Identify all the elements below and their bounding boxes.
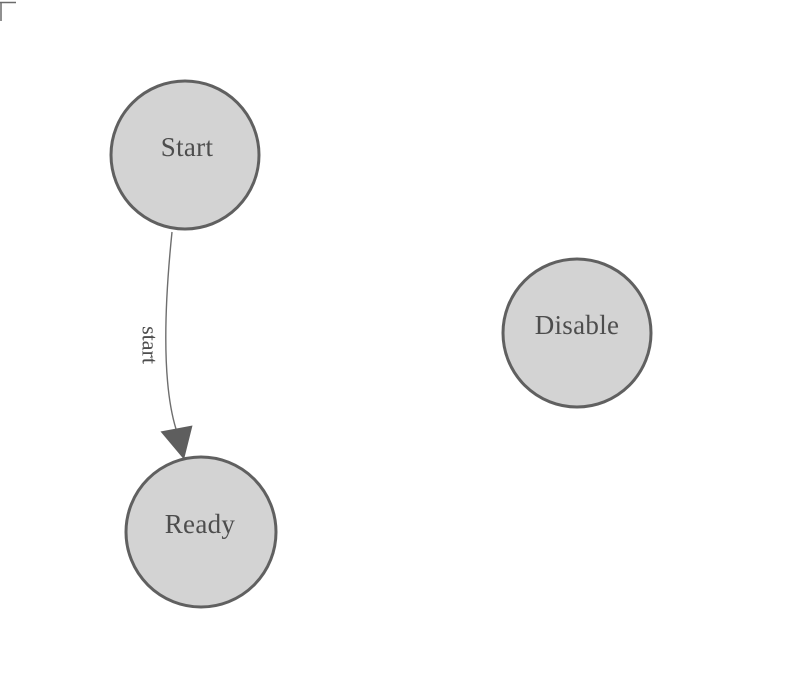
state-node-disable[interactable]: Disable <box>501 257 653 409</box>
state-label-ready[interactable]: Ready <box>165 509 236 539</box>
state-circle-start[interactable] <box>109 79 261 231</box>
state-label-disable[interactable]: Disable <box>535 310 620 340</box>
canvas-corner-mark <box>0 1 16 21</box>
state-circle-disable[interactable] <box>501 257 653 409</box>
state-label-start[interactable]: Start <box>161 132 214 162</box>
edge-label-start[interactable]: start <box>138 326 163 364</box>
edge-path-start-to-ready[interactable] <box>165 231 177 430</box>
state-circle-ready[interactable] <box>124 455 278 609</box>
state-node-start[interactable]: Start <box>109 79 261 231</box>
state-node-ready[interactable]: Ready <box>124 455 278 609</box>
edge-start-to-ready: start <box>138 231 193 460</box>
edge-arrowhead-icon <box>160 425 193 460</box>
